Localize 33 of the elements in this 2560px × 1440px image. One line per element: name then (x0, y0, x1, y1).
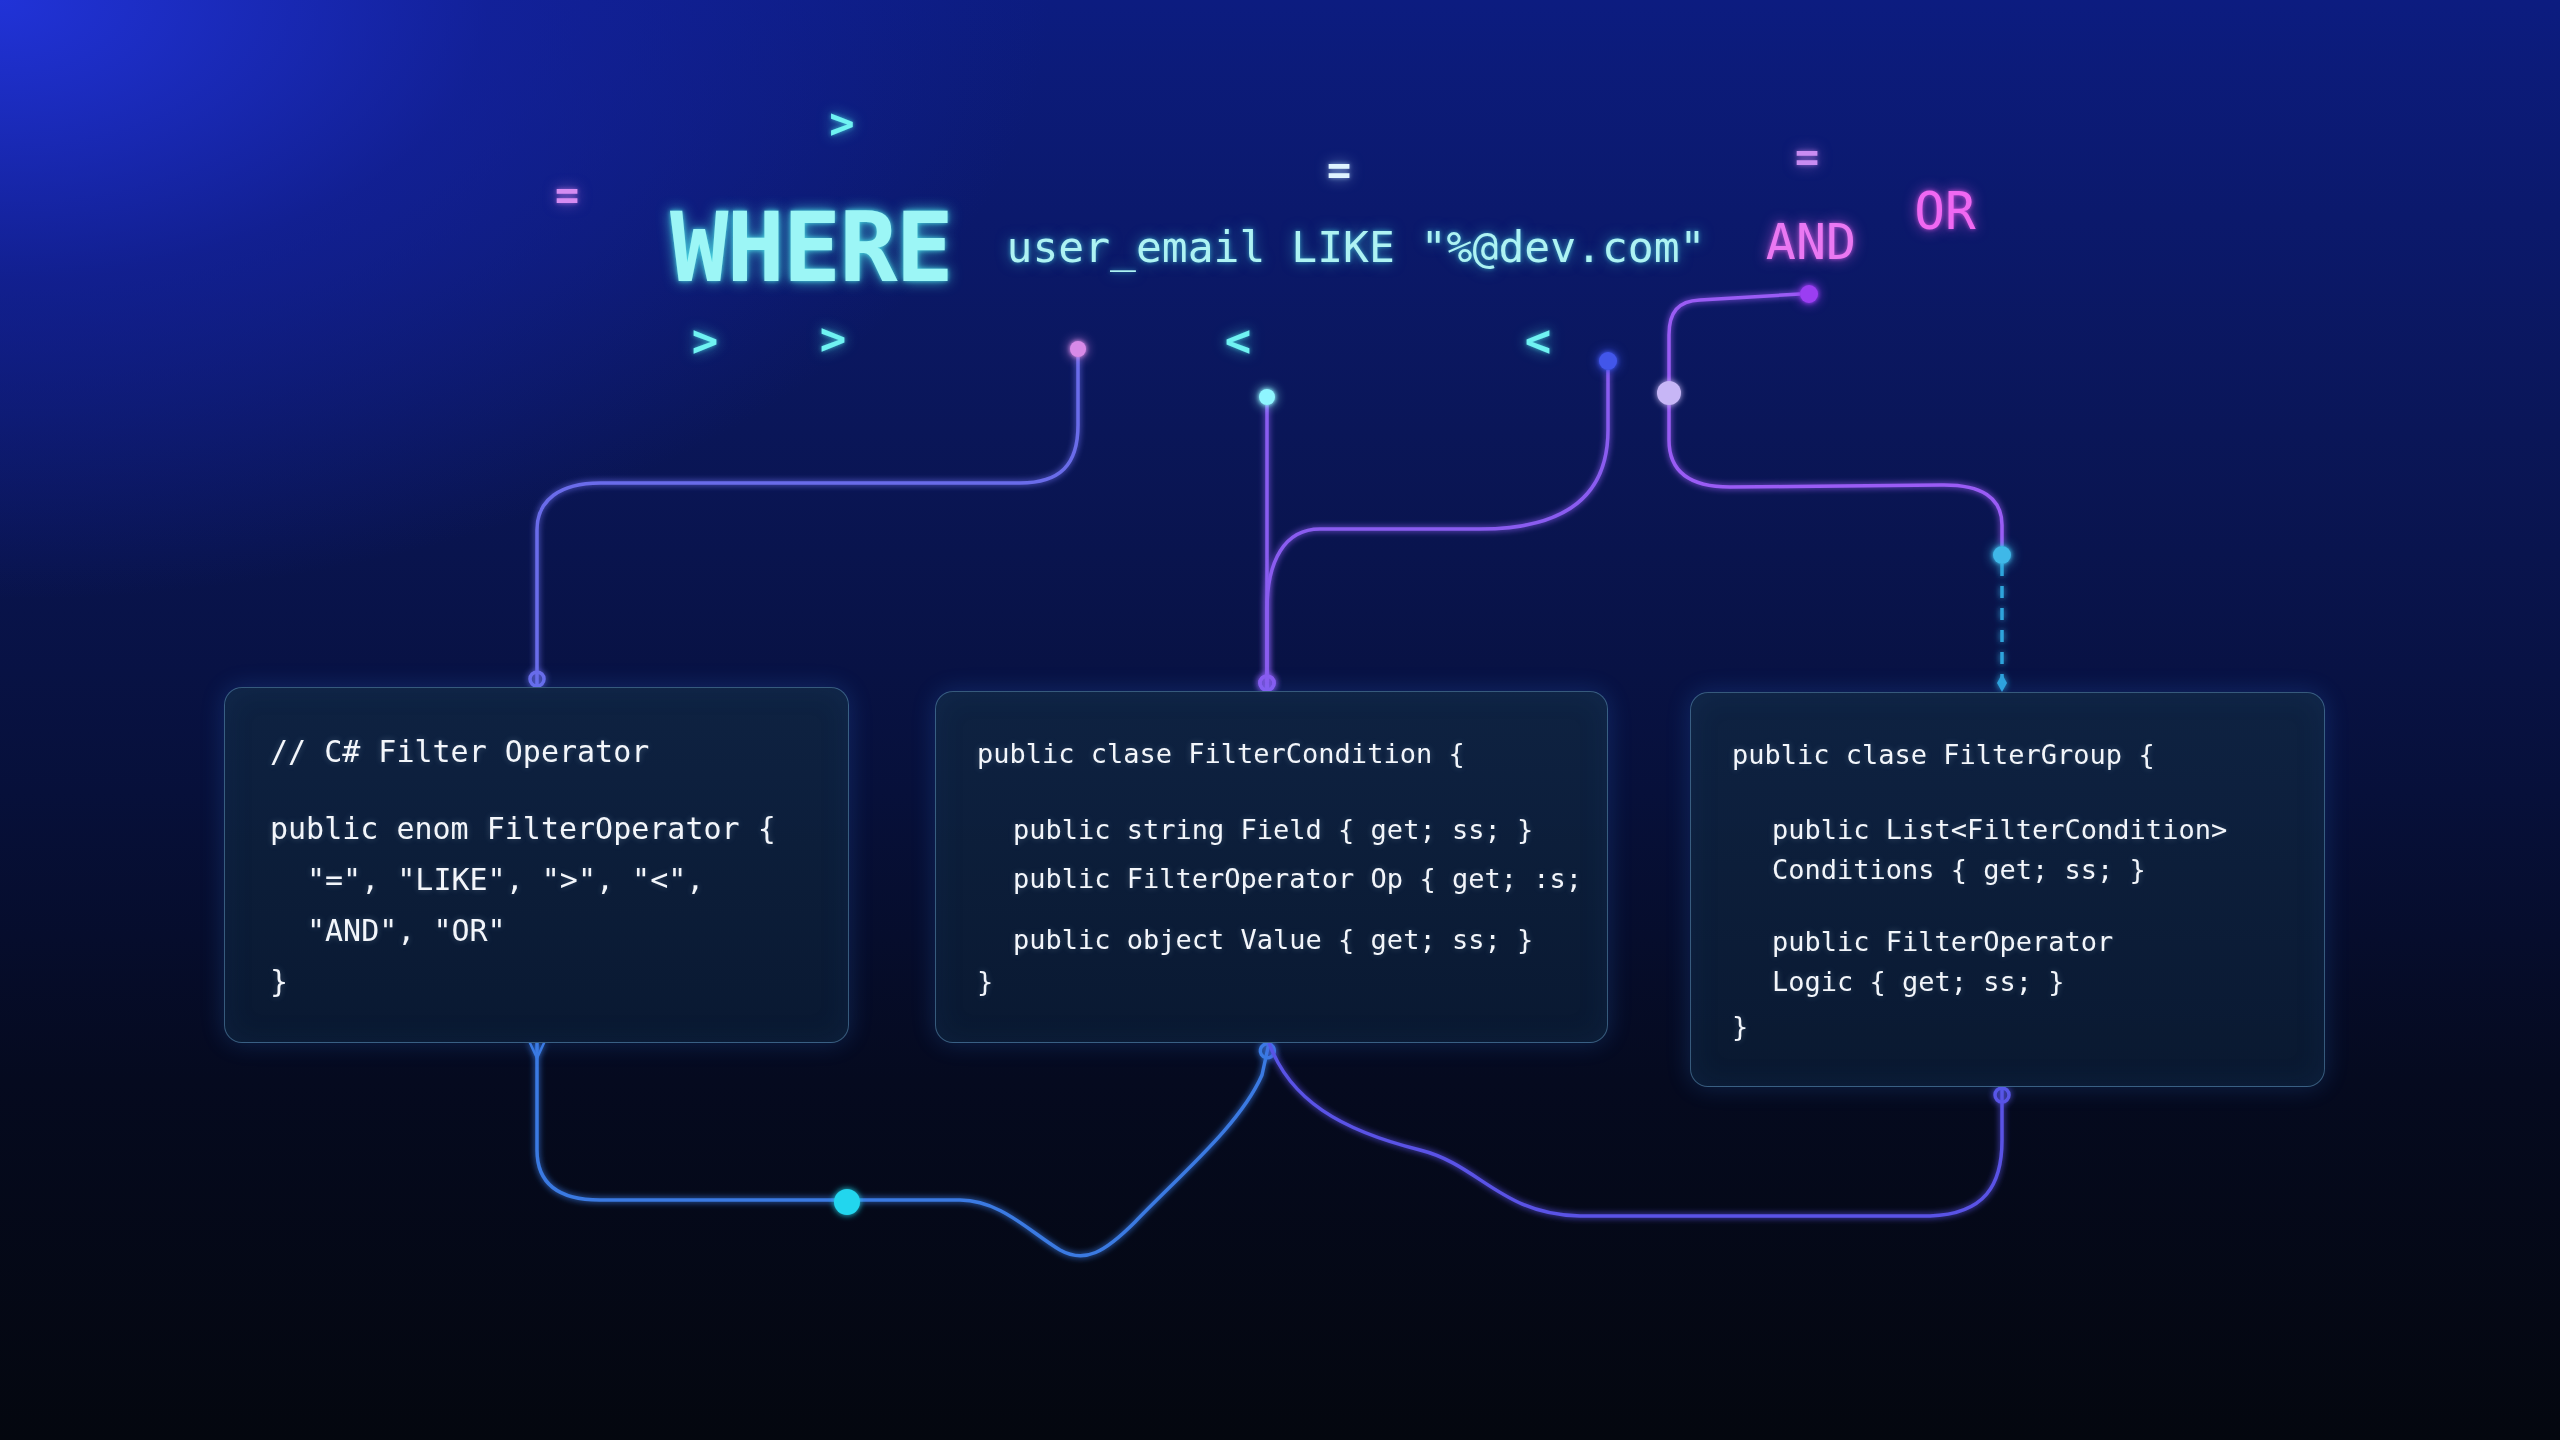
code-line: } (977, 965, 994, 999)
code-line: public enom FilterOperator { (270, 810, 776, 848)
code-line: } (270, 963, 289, 1001)
operator-symbol: > (691, 319, 719, 363)
code-line: public FilterOperator Logic { get; ss; } (1772, 925, 2115, 999)
operator-symbol: > (819, 317, 847, 361)
code-line: public clase FilterCondition { (977, 737, 1465, 771)
sql-keyword: WHERE (670, 198, 952, 296)
code-line: public clase FilterGroup { (1732, 738, 2155, 772)
code-line: public object Value { get; ss; } (1013, 923, 1534, 957)
code-line: public FilterOperator Op { get; :s; (1013, 862, 1582, 896)
connector-line (1258, 370, 1610, 692)
connector-line (528, 1041, 1277, 1258)
code-card (224, 687, 849, 1043)
operator-symbol: = (1326, 150, 1352, 190)
connector-line (1997, 564, 2007, 692)
code-line: public List<FilterCondition> Conditions { get; ss; } (1772, 813, 2229, 887)
operator-symbol: = (1794, 137, 1820, 177)
operator-symbol: < (1524, 319, 1552, 363)
code-line: "=", "LIKE", ">", "<", "AND", "OR" (307, 861, 706, 950)
code-line: public string Field { get; ss; } (1013, 813, 1534, 847)
code-card (1690, 692, 2325, 1087)
code-line: } (1732, 1010, 1749, 1044)
connector-line (528, 357, 1080, 688)
connector-line (1267, 1042, 2011, 1218)
operator-symbol: = (554, 175, 580, 215)
code-card (935, 691, 1608, 1043)
operator-symbol: > (829, 103, 855, 145)
connector-line (1667, 292, 2004, 546)
code-line: // C# Filter Operator (270, 733, 650, 771)
sql-keyword: OR (1914, 185, 1976, 237)
sql-keyword: AND (1765, 217, 1857, 267)
operator-symbol: < (1224, 319, 1252, 363)
